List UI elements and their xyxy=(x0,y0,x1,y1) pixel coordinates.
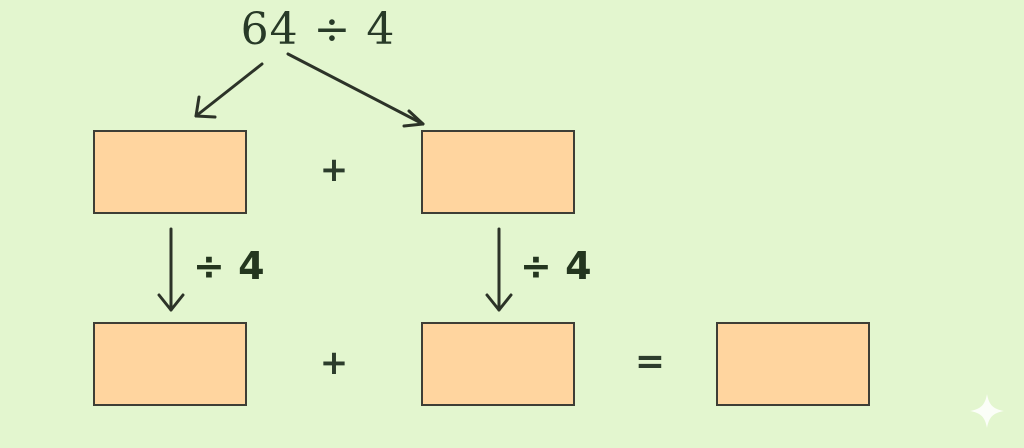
plus-sign-bottom: + xyxy=(319,343,349,383)
plus-sign-top: + xyxy=(319,150,349,190)
divide-label-left: ÷ 4 xyxy=(193,244,265,288)
split-arrow-left xyxy=(194,62,264,119)
divide-label-right: ÷ 4 xyxy=(520,244,592,288)
division-expression: 64 ÷ 4 xyxy=(240,4,396,55)
down-arrow-left xyxy=(157,227,185,312)
sparkle-icon xyxy=(970,394,1004,428)
answer-box-top-left[interactable] xyxy=(93,130,247,214)
answer-box-bottom-right[interactable] xyxy=(421,322,575,406)
answer-box-bottom-left[interactable] xyxy=(93,322,247,406)
down-arrow-right xyxy=(485,227,513,312)
answer-box-top-right[interactable] xyxy=(421,130,575,214)
equals-sign: = xyxy=(634,341,666,382)
answer-box-result[interactable] xyxy=(716,322,870,406)
split-arrow-right xyxy=(286,52,425,128)
